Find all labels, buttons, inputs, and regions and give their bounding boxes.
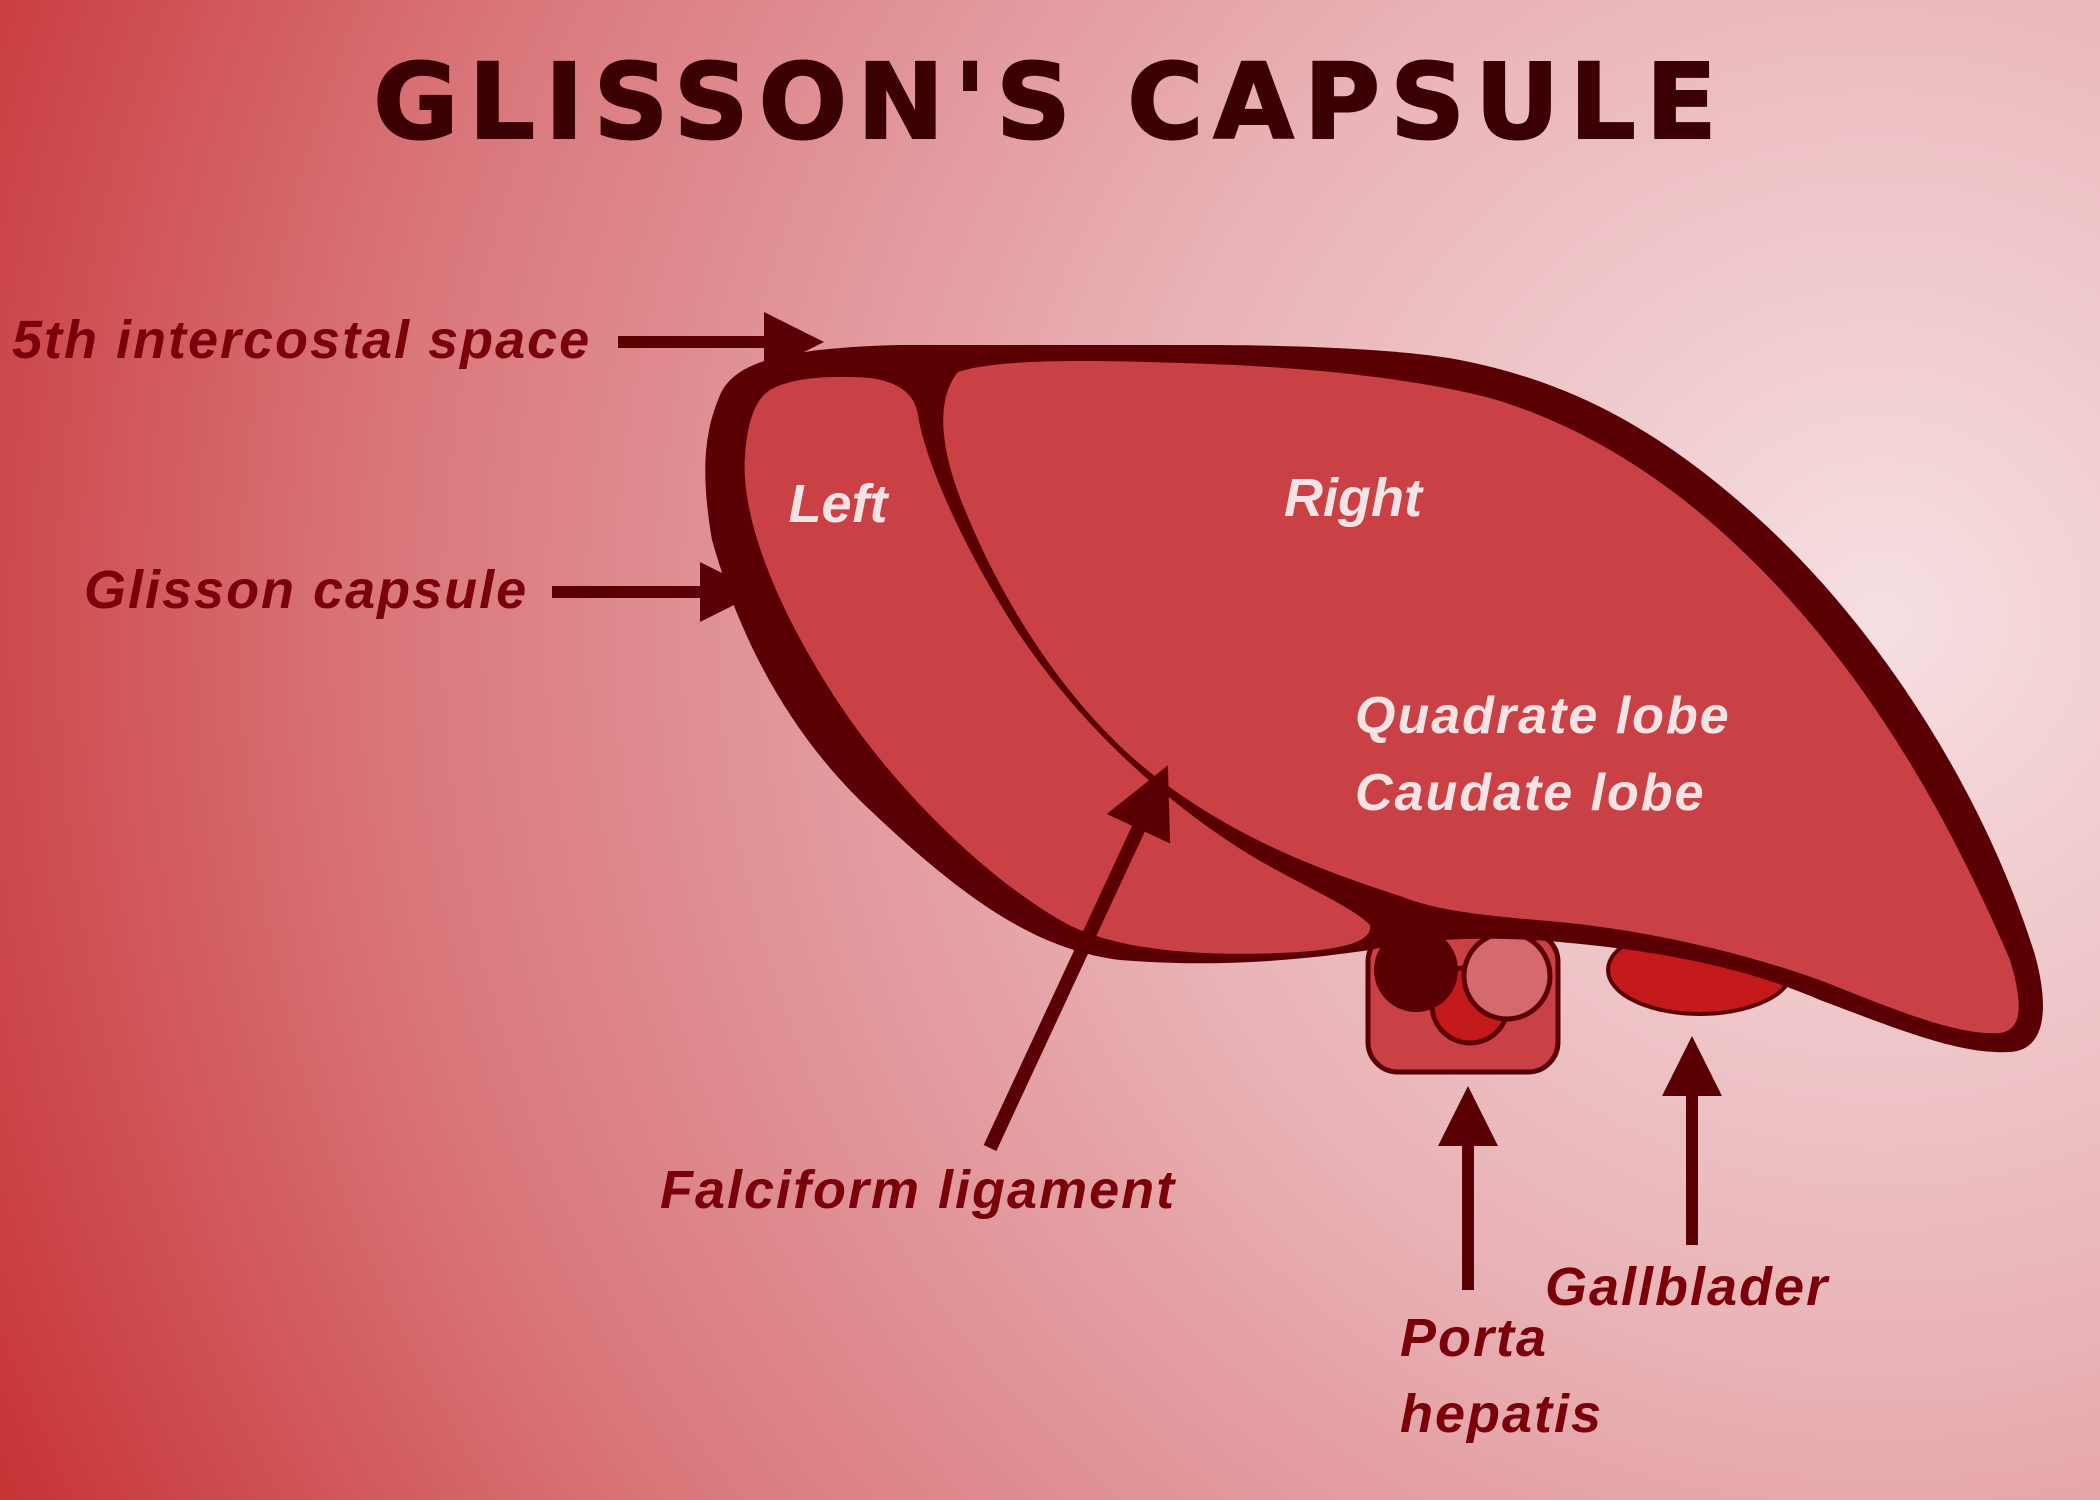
falciform-label: Falciform ligament (660, 1160, 1176, 1220)
porta-label-line2: hepatis (1400, 1384, 1603, 1444)
right-lobe-label: Right (1284, 468, 1424, 528)
porta-label-line1: Porta (1400, 1308, 1548, 1368)
liver-illustration (705, 345, 2043, 1075)
intercostal-label: 5th intercostal space (12, 310, 591, 370)
falciform-arrow (983, 765, 1171, 1151)
left-lobe-shape (744, 376, 1371, 954)
porta-hepatis-shape (1365, 928, 1561, 1075)
caudate-lobe-label: Caudate lobe (1355, 764, 1706, 822)
page-title: GLISSON'S CAPSULE (373, 41, 1727, 163)
gallbladder-label: Gallblader (1545, 1257, 1830, 1317)
left-lobe-label: Left (789, 474, 890, 534)
glisson-label: Glisson capsule (84, 560, 528, 620)
quadrate-lobe-label: Quadrate lobe (1355, 687, 1731, 745)
right-lobe-shape (943, 361, 2019, 1034)
